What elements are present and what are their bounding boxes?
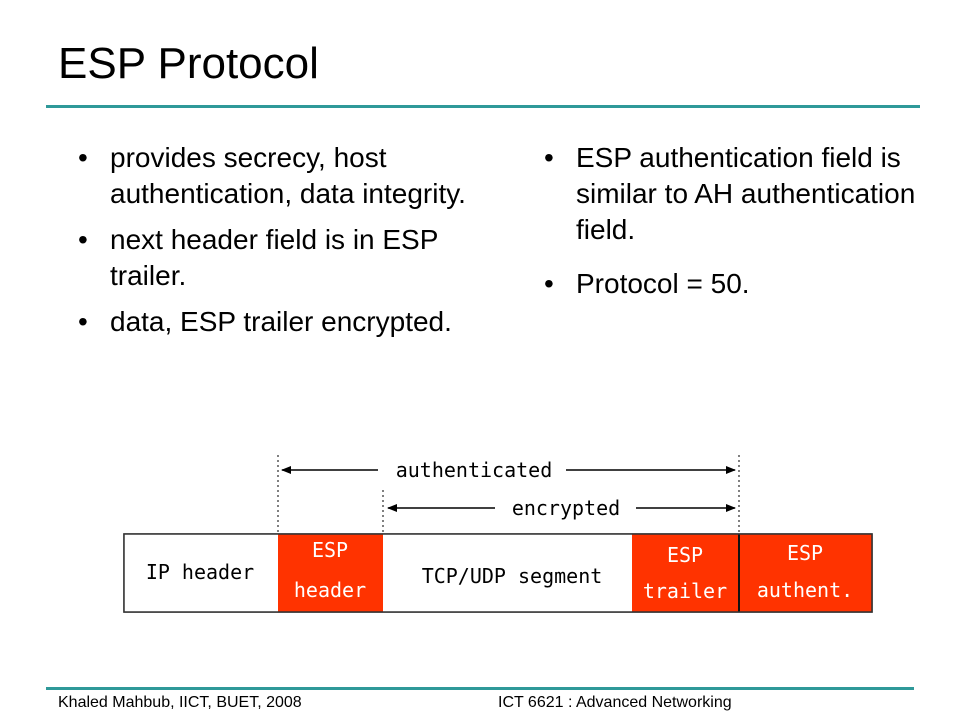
bullet-item: Protocol = 50. <box>544 266 934 302</box>
esp-header-box <box>278 534 383 612</box>
bullet-item: data, ESP trailer encrypted. <box>78 304 518 340</box>
tcp-udp-box <box>383 534 632 612</box>
esp-authent-label-line2: authent. <box>757 578 853 602</box>
encrypted-label: encrypted <box>512 496 620 520</box>
title-divider <box>46 105 920 108</box>
esp-trailer-label-line1: ESP <box>667 543 703 567</box>
footer-author: Khaled Mahbub, IICT, BUET, 2008 <box>58 694 302 711</box>
bullet-item: provides secrecy, host authentication, d… <box>78 140 518 212</box>
esp-header-label-line1: ESP <box>312 538 348 562</box>
tcp-udp-label: TCP/UDP segment <box>422 564 603 588</box>
ip-header-label: IP header <box>146 560 254 584</box>
bullet-item: next header field is in ESP trailer. <box>78 222 518 294</box>
left-bullet-list: provides secrecy, host authentication, d… <box>78 140 518 350</box>
esp-authent-box <box>739 534 872 612</box>
footer-course: ICT 6621 : Advanced Networking <box>498 694 732 711</box>
right-bullet-list: ESP authentication field is similar to A… <box>544 140 934 320</box>
esp-header-label-line2: header <box>294 578 366 602</box>
esp-packet-diagram: authenticated encrypted IP header ESP he… <box>123 455 873 613</box>
ip-header-box <box>124 534 278 612</box>
esp-trailer-label-line2: trailer <box>643 579 727 603</box>
slide-title: ESP Protocol <box>58 39 319 88</box>
esp-authent-label-line1: ESP <box>787 541 823 565</box>
authenticated-label: authenticated <box>396 458 553 482</box>
esp-trailer-box <box>632 534 739 612</box>
bullet-item: ESP authentication field is similar to A… <box>544 140 934 248</box>
packet-border <box>123 533 873 613</box>
footer-divider <box>46 687 914 690</box>
